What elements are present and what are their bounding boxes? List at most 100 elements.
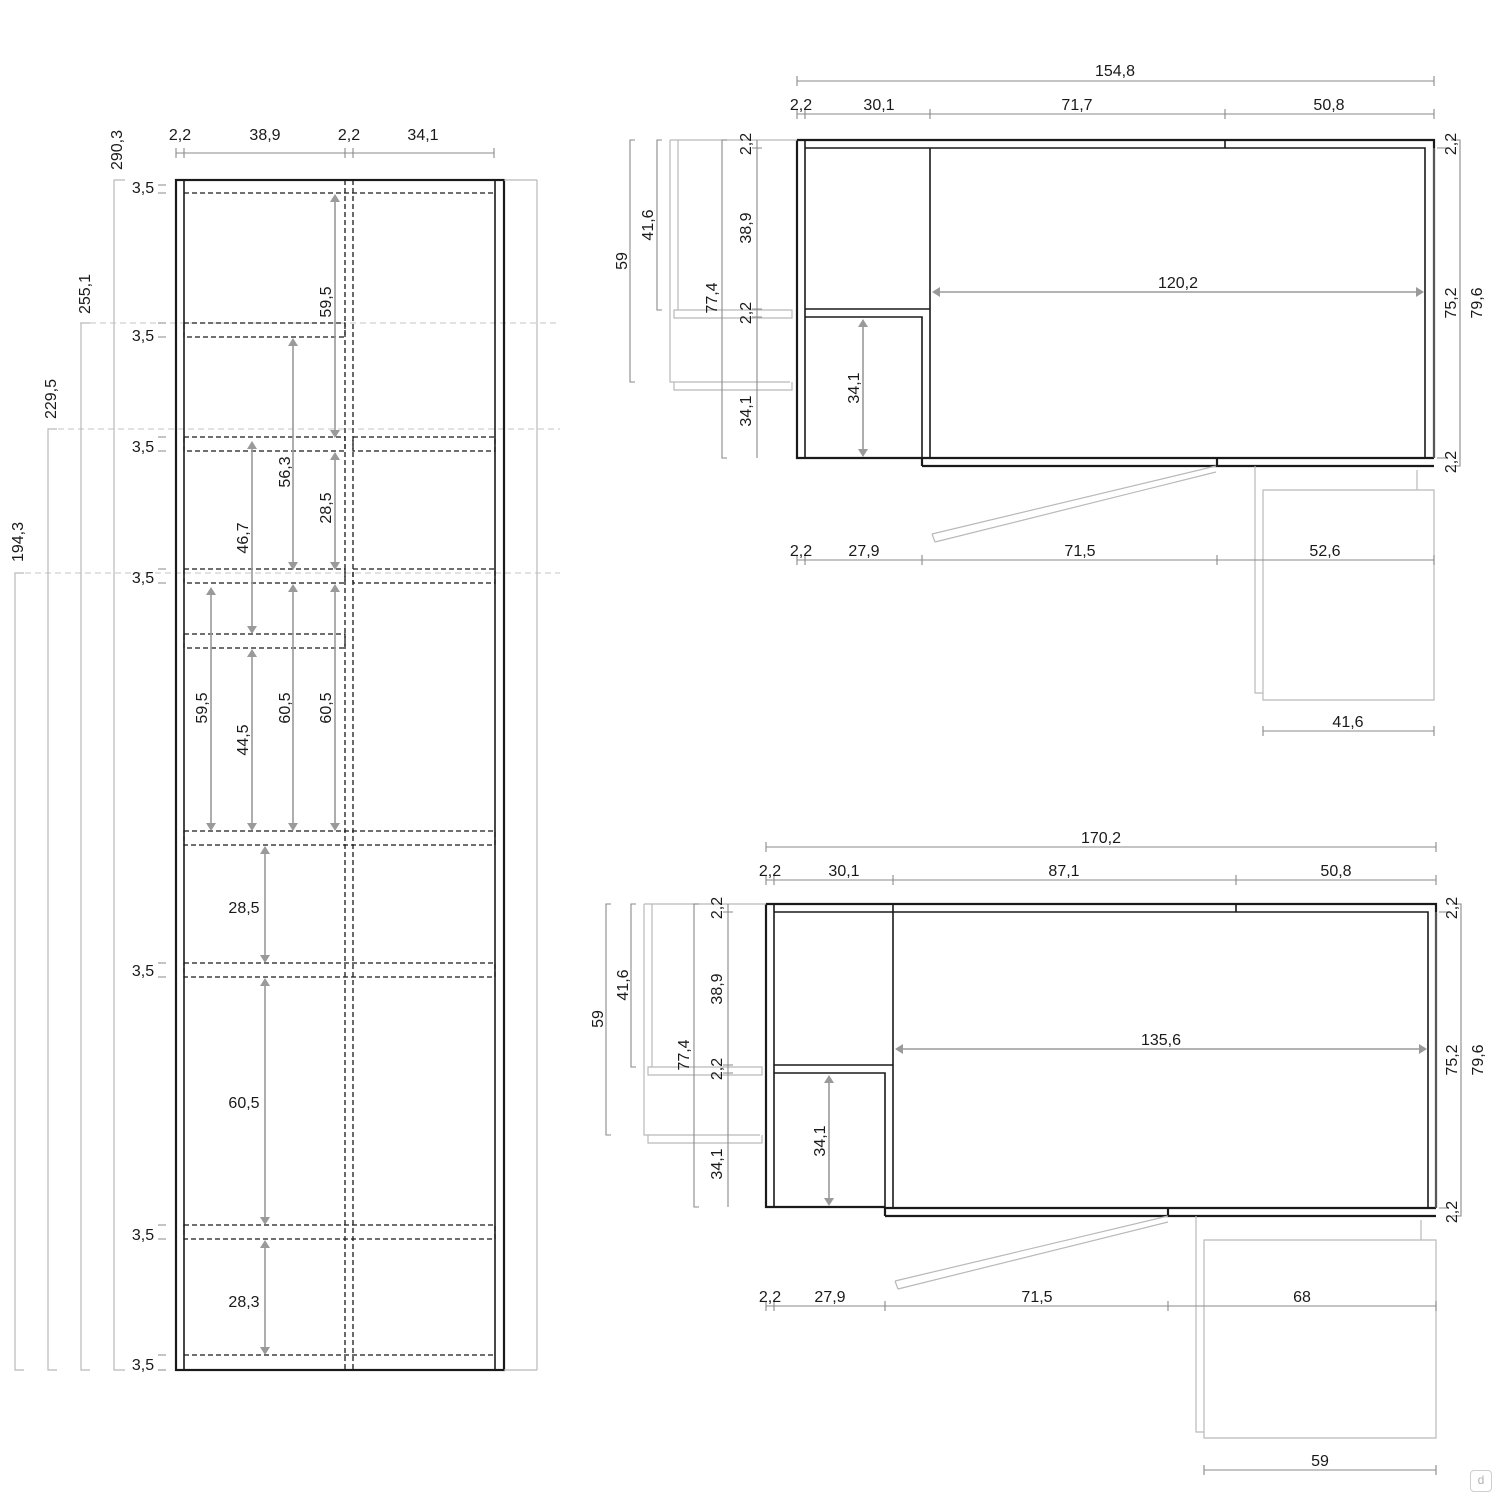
left-2-2-top: 2,2 [738,133,755,155]
inner-frame [804,140,1426,458]
ticks [752,147,762,318]
desk-width: 41,6 [1332,714,1363,731]
dim-59-bracket [605,903,611,1136]
dim-79-6-bracket [1452,903,1462,1217]
left-2-2-mid: 2,2 [709,1058,726,1080]
left-59: 59 [614,252,631,270]
total-width: 154,8 [1095,63,1135,80]
dim-28-5-upper: 28,5 [318,492,335,523]
thickness-label: 3,5 [132,180,154,197]
bottom-dim-c: 71,5 [1064,543,1095,560]
dim-59-5-top: 59,5 [318,286,335,317]
front-panels [920,456,1434,468]
left-34-1: 34,1 [709,1148,726,1179]
ticks [765,1301,1437,1311]
open-door-ghost [894,1215,1169,1290]
inner-depth: 34,1 [846,372,863,403]
inner-width: 120,2 [1158,275,1198,292]
dim-79-6-bracket [1451,139,1461,467]
bottom-dim-d: 68 [1293,1289,1311,1306]
wardrobe-outline [174,178,506,1372]
ticks [723,911,733,1074]
width-divider: 2,2 [338,127,360,144]
top-dim-c: 71,7 [1061,97,1092,114]
dim-28-3: 28,3 [228,1294,259,1311]
dim-59-bracket [629,139,635,383]
ticks [1203,1465,1437,1475]
right-bottom: 2,2 [1444,1201,1461,1223]
shelf-left-2 [183,436,346,452]
left-bay-shelves [183,322,346,649]
outer-frame [764,902,1438,1209]
thickness-label: 3,5 [132,1357,154,1374]
thickness-ticks [158,184,166,1371]
left-41-6: 41,6 [615,969,632,1000]
left-38-9: 38,9 [709,973,726,1004]
shelf-left-4 [183,633,346,649]
shelf-left-3 [183,568,346,584]
side-ghost [643,903,766,1144]
dim-77-4-bracket [721,139,727,459]
bottom-dim-a: 2,2 [790,543,812,560]
dim-77-4-bracket [693,903,699,1208]
top-dim-a: 2,2 [790,97,812,114]
plan-large: 170,2 2,2 30,1 87,1 50,8 59 41,6 77,4 2,… [590,830,1487,1475]
top-dim-d: 50,8 [1313,97,1344,114]
inner-height-arrows: 59,5 56,3 28,5 46,7 59,5 44,5 60,5 60,5 [194,194,340,1355]
height-bracket-194 [14,572,24,1371]
bottom-dim-b: 27,9 [848,543,879,560]
inner-frame [773,904,1429,1208]
shelf-mid-2 [183,962,496,978]
ticks [796,109,1435,119]
shelf-low [183,1224,496,1240]
thickness-label: 3,5 [132,439,154,456]
shelf-mid-1 [183,830,496,846]
plan-small: 154,8 2,2 30,1 71,7 50,8 59 41,6 77,4 2,… [614,63,1486,736]
left-59: 59 [590,1010,607,1028]
left-77-4: 77,4 [676,1039,693,1070]
width-bay-left: 38,9 [249,127,280,144]
right-75-2: 75,2 [1444,1044,1461,1075]
left-41-6: 41,6 [640,209,657,240]
front-panels [883,1206,1436,1218]
bottom-dim-a: 2,2 [759,1289,781,1306]
thickness-label: 3,5 [132,963,154,980]
shelf-right-2 [352,568,496,584]
dim-60-5-b: 60,5 [318,692,335,723]
height-229: 229,5 [43,379,60,419]
top-dim-d: 50,8 [1320,863,1351,880]
wardrobe-front-view: 2,2 38,9 2,2 34,1 290,3 255,1 229,5 194,… [10,127,560,1374]
dim-41-6-bracket [630,903,636,1068]
desk-ghost [1254,466,1435,701]
thickness-label: 3,5 [132,1227,154,1244]
left-2-2-top: 2,2 [709,897,726,919]
right-75-2: 75,2 [1443,287,1460,318]
dim-46-7: 46,7 [235,522,252,553]
right-79-6: 79,6 [1470,1044,1487,1075]
dim-44-5: 44,5 [235,724,252,755]
shelf-right-1 [352,436,496,452]
ticks [796,76,1435,86]
right-bottom: 2,2 [1443,451,1460,473]
top-dim-b: 30,1 [863,97,894,114]
height-255: 255,1 [77,274,94,314]
left-77-4: 77,4 [704,282,721,313]
height-290: 290,3 [109,130,126,170]
ticks [796,555,1435,565]
dim-60-5-bottom: 60,5 [228,1095,259,1112]
left-34-1: 34,1 [738,395,755,426]
shelf-thickness-labels: 3,5 3,5 3,5 3,5 3,5 3,5 3,5 [132,180,166,1374]
top-dim-a: 2,2 [759,863,781,880]
left-38-9: 38,9 [738,212,755,243]
ticks [1262,726,1435,736]
open-door-ghost [931,465,1217,543]
right-top: 2,2 [1443,133,1460,155]
wardrobe-section [774,1064,893,1208]
dim-28-5-middle: 28,5 [228,900,259,917]
height-bracket-229 [47,428,57,1371]
bottom-dim-b: 27,9 [814,1289,845,1306]
right-top: 2,2 [1444,897,1461,919]
ticks [1439,911,1449,1209]
wardrobe-height-dims: 290,3 255,1 229,5 194,3 [10,130,126,1371]
top-dim-c: 87,1 [1048,863,1079,880]
